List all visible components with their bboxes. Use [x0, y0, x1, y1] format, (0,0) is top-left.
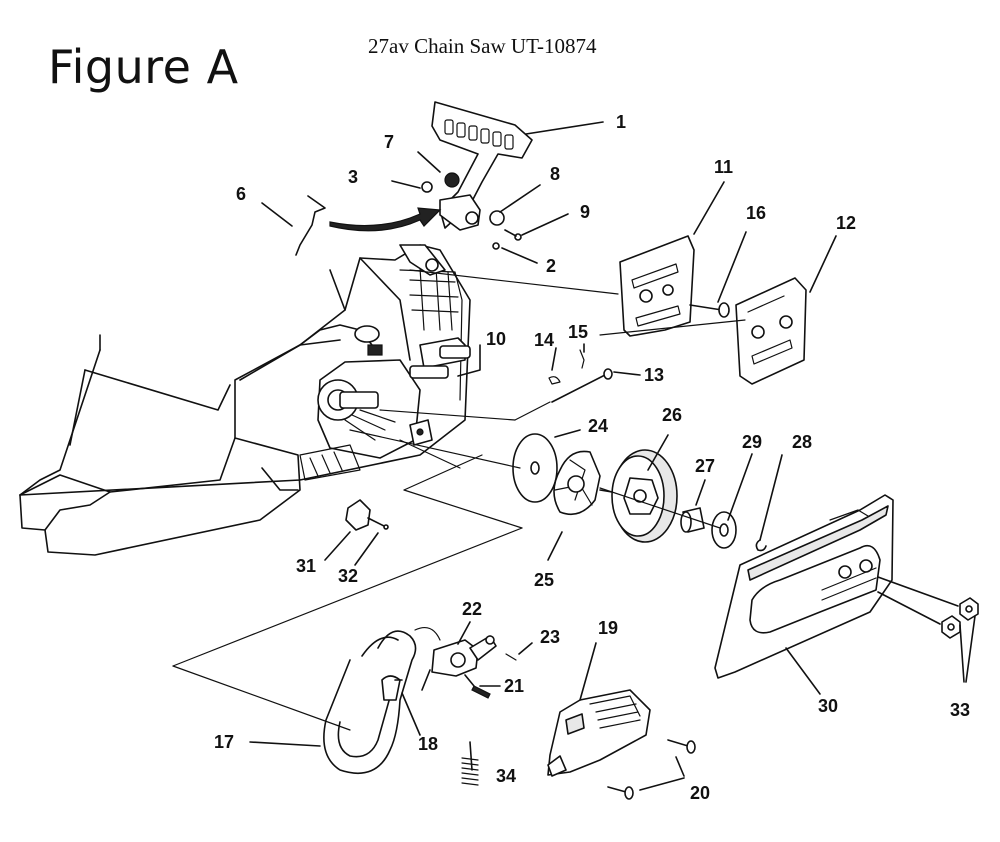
callout-8: 8 [550, 164, 560, 184]
part-clip-28 [755, 539, 767, 552]
callout-13: 13 [644, 365, 664, 385]
callout-22: 22 [462, 599, 482, 619]
callout-29: 29 [742, 432, 762, 452]
callout-14: 14 [534, 330, 554, 350]
part-clutch-25 [553, 450, 601, 516]
callout-1: 1 [616, 112, 626, 132]
part-washer-24 [512, 433, 558, 503]
callout-21: 21 [504, 676, 524, 696]
part-bearing-27 [680, 507, 705, 533]
part-bar-nuts-33 [877, 576, 979, 639]
callout-23: 23 [540, 627, 560, 647]
part-clutch-cover-30 [714, 494, 894, 679]
callout-2: 2 [546, 256, 556, 276]
part-brake-lever-22 [414, 627, 517, 699]
part-bar-plate-outer [735, 277, 807, 385]
part-bar-plate-inner [619, 235, 695, 337]
callout-24: 24 [588, 416, 608, 436]
part-handle-hardware [421, 172, 522, 250]
callout-30: 30 [818, 696, 838, 716]
callout-20: 20 [690, 783, 710, 803]
callout-labels: 1 2 3 6 7 8 9 10 11 12 13 14 15 16 17 18… [214, 112, 970, 803]
callout-19: 19 [598, 618, 618, 638]
reference-lines [172, 269, 746, 731]
callout-17: 17 [214, 732, 234, 752]
part-tension-screw [548, 349, 613, 403]
callout-9: 9 [580, 202, 590, 222]
callout-33: 33 [950, 700, 970, 720]
part-clutch-drum-26 [599, 449, 678, 543]
callout-18: 18 [418, 734, 438, 754]
callout-34: 34 [496, 766, 516, 786]
callout-7: 7 [384, 132, 394, 152]
leader-lines [249, 121, 976, 791]
part-brake-housing-19 [547, 689, 651, 777]
callout-27: 27 [695, 456, 715, 476]
part-spring-34 [461, 757, 479, 786]
callout-26: 26 [662, 405, 682, 425]
callout-32: 32 [338, 566, 358, 586]
saw-housing [19, 244, 471, 556]
figure-title: Figure A [48, 40, 239, 94]
callout-6: 6 [236, 184, 246, 204]
part-spring-wire [295, 195, 442, 256]
callout-11: 11 [714, 157, 733, 177]
part-screws-20 [607, 739, 696, 800]
callout-12: 12 [836, 213, 856, 233]
part-front-handle-guard [431, 101, 533, 231]
part-buffer-31 [345, 499, 389, 531]
callout-15: 15 [568, 322, 588, 342]
callout-16: 16 [746, 203, 766, 223]
callout-3: 3 [348, 167, 358, 187]
callout-10: 10 [486, 329, 506, 349]
callout-28: 28 [792, 432, 812, 452]
callout-25: 25 [534, 570, 554, 590]
part-screw-16 [689, 302, 730, 318]
callout-31: 31 [296, 556, 316, 576]
part-brake-band-17 [323, 630, 417, 774]
part-washer-29 [711, 511, 737, 549]
document-title: 27av Chain Saw UT-10874 [368, 34, 597, 58]
